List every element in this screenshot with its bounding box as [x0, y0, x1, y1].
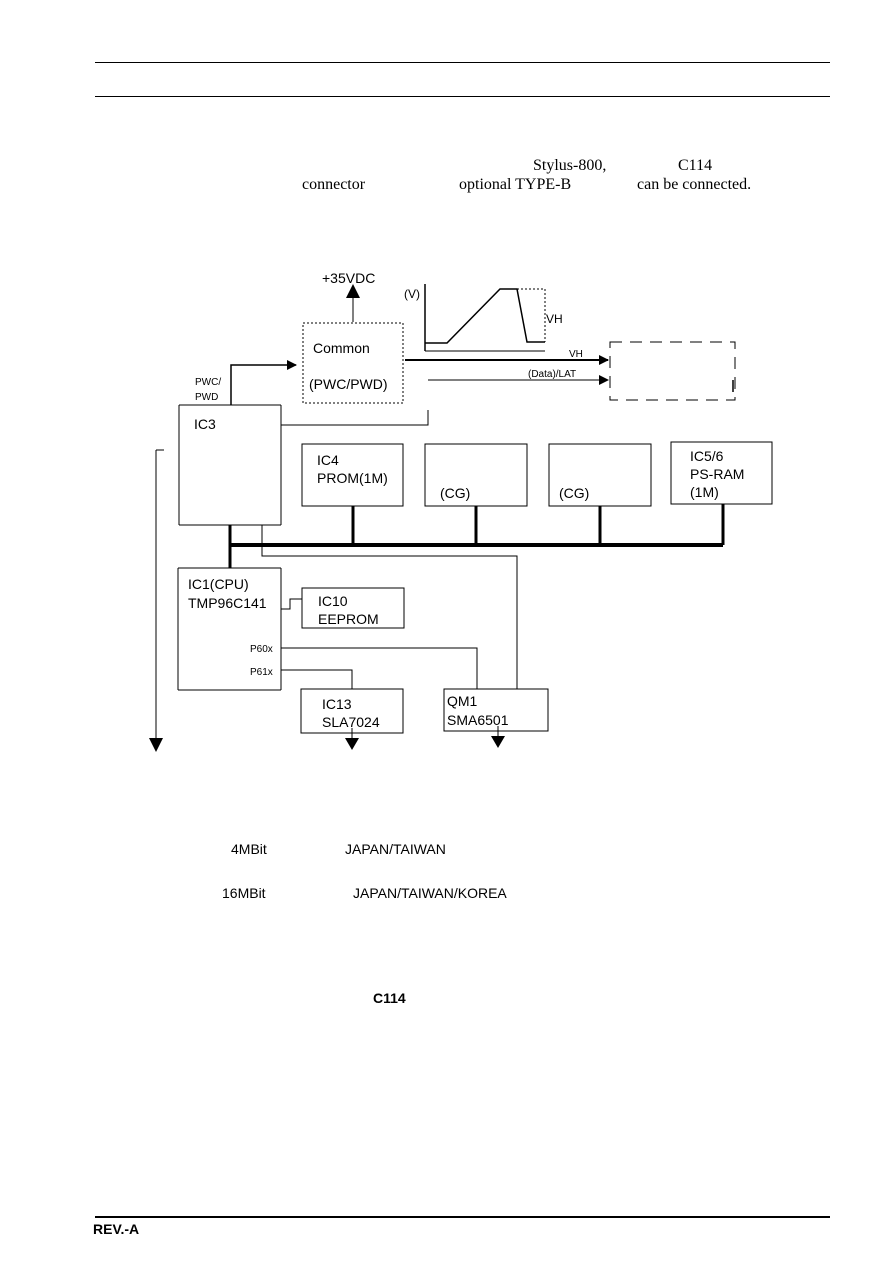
intro-optional: optional TYPE-B: [459, 176, 572, 193]
header-rule-bottom: [95, 96, 830, 97]
waveform-vh-label: VH: [546, 312, 563, 326]
ic3-label: IC3: [194, 416, 216, 432]
common-driver-box: [302, 322, 404, 404]
ic56-name: IC5/6: [690, 448, 724, 464]
ic1-desc: TMP96C141: [188, 595, 267, 611]
ic10-desc: EEPROM: [318, 611, 379, 627]
intro-connector: connector: [302, 176, 366, 193]
p61-line: [281, 669, 353, 689]
note-row1-region: JAPAN/TAIWAN: [345, 841, 446, 857]
ic1-ic10-line: [281, 598, 302, 610]
qm1-out-arrow-icon: [491, 736, 505, 748]
footer-rule: [95, 1216, 830, 1218]
note-row1-size: 4MBit: [231, 841, 267, 857]
ic10-box: [301, 587, 405, 629]
note-row2-size: 16MBit: [222, 885, 266, 901]
ic56-desc: PS-RAM: [690, 466, 744, 482]
p60-label: P60x: [250, 644, 273, 655]
p61-label: P61x: [250, 667, 273, 678]
ic13-out-arrow-icon: [345, 738, 359, 750]
ic3-output-arrow-icon: [149, 738, 163, 752]
note-row2-region: JAPAN/TAIWAN/KOREA: [353, 885, 507, 901]
qm1-name: QM1: [447, 693, 478, 709]
waveform-trace: [425, 288, 545, 344]
pwd-label: PWD: [195, 392, 218, 403]
ic10-name: IC10: [318, 593, 348, 609]
pwc-line: [230, 360, 297, 405]
p60-line: [281, 647, 478, 689]
ic13-desc: SLA7024: [322, 714, 380, 730]
intro-connected: can be connected.: [637, 176, 752, 193]
pwc-label: PWC/: [195, 377, 221, 388]
block-diagram: +35VDC (V) VH Common (PWC/PWD) PWC/ PWD …: [149, 270, 773, 752]
ic56-size: (1M): [690, 484, 719, 500]
ic3-qm1-line: [261, 525, 518, 645]
ic4-desc: PROM(1M): [317, 470, 388, 486]
intro-stylus: Stylus-800,: [533, 157, 607, 174]
ic13-name: IC13: [322, 696, 352, 712]
cg2-label: (CG): [559, 485, 589, 501]
ic1-name: IC1(CPU): [188, 576, 249, 592]
qm1-box: [443, 688, 549, 732]
qm1-desc: SMA6501: [447, 712, 509, 728]
note-board-ref: C114: [373, 990, 406, 1006]
ic3-to-common: [281, 410, 429, 426]
intro-board: C114: [678, 157, 713, 174]
supply-label: +35VDC: [322, 270, 375, 286]
header-rule-top: [95, 62, 830, 63]
footer-revision: REV.-A: [93, 1221, 140, 1237]
common-title: Common: [313, 340, 370, 356]
cg1-label: (CG): [440, 485, 470, 501]
print-head-box: [609, 341, 736, 401]
vh-line-label: VH: [569, 349, 583, 360]
ic4-name: IC4: [317, 452, 339, 468]
v-axis-label: (V): [404, 287, 420, 301]
data-lat-label: (Data)/LAT: [528, 369, 576, 380]
supply-arrow-icon: [346, 284, 360, 298]
common-subtitle: (PWC/PWD): [309, 376, 388, 392]
